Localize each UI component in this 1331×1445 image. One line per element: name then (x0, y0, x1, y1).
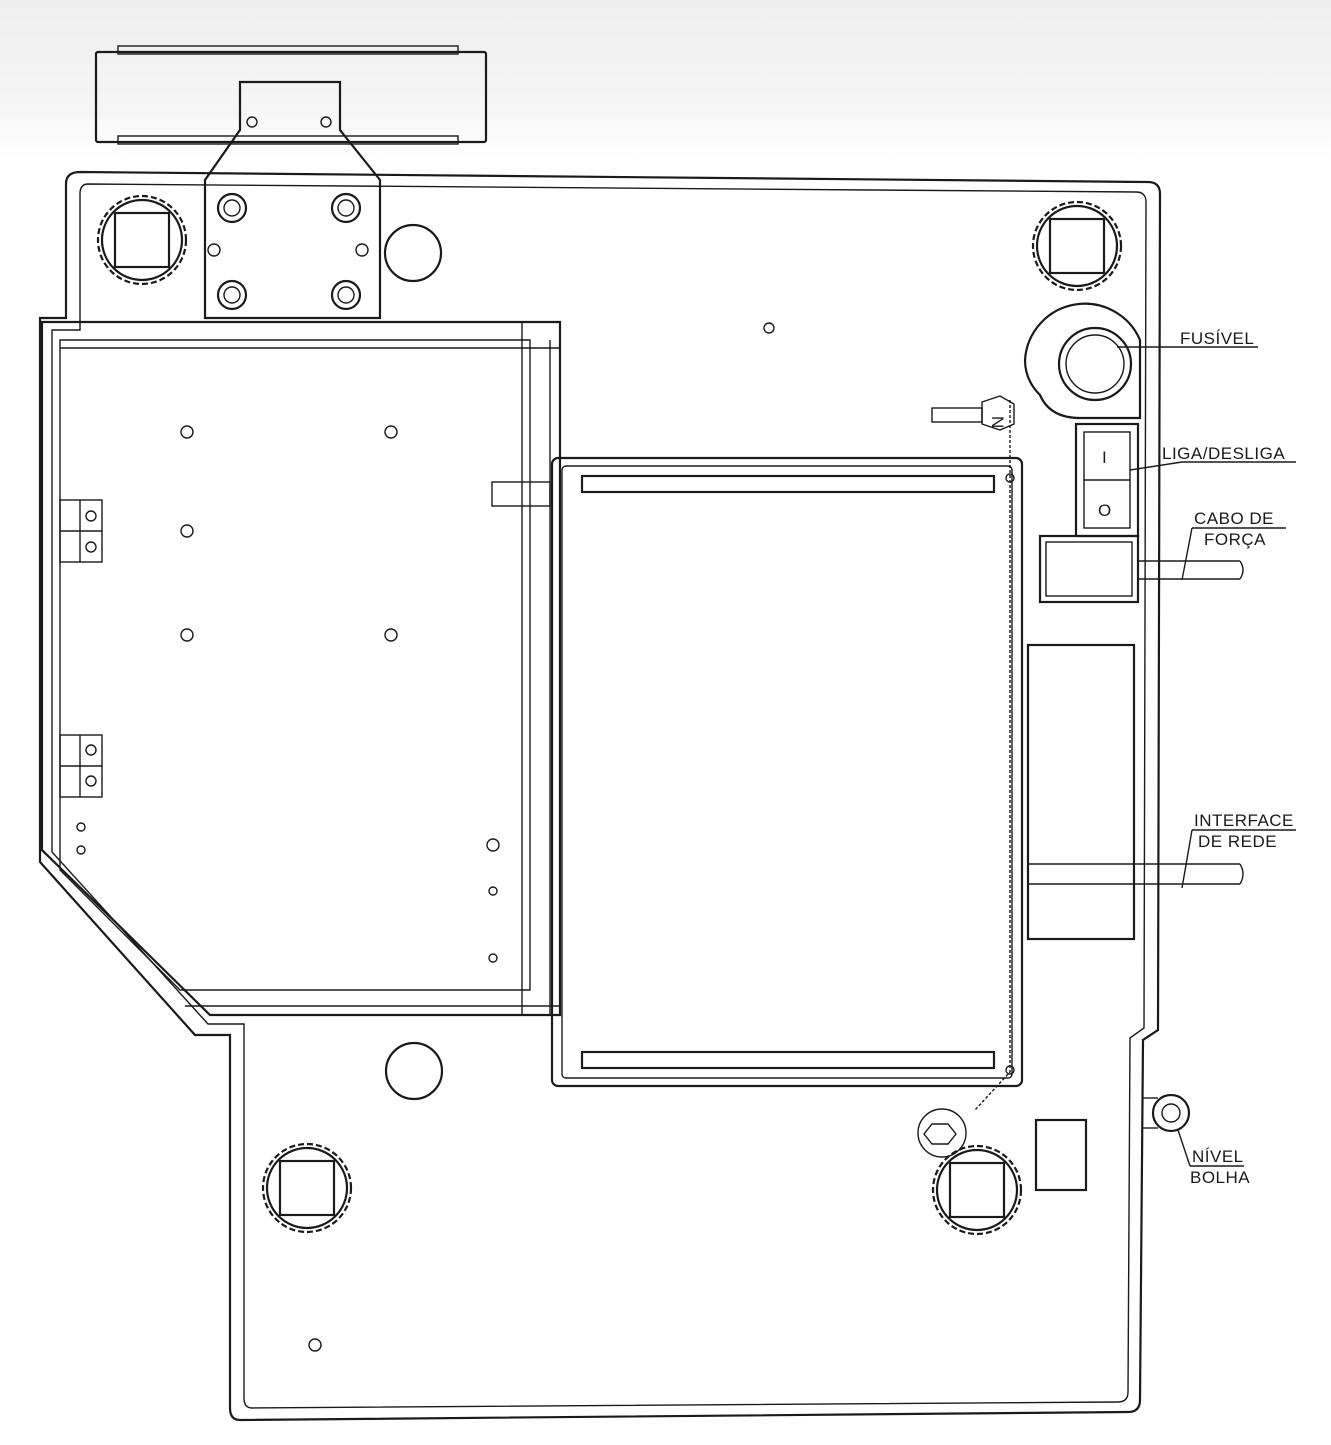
scan-shading (0, 0, 1331, 160)
label-nivel-bolha-2: BOLHA (1190, 1168, 1250, 1187)
foot-top-left (96, 194, 188, 286)
central-tray (550, 400, 1024, 1111)
switch-off-mark: O (1098, 501, 1112, 520)
leader-lines (1117, 346, 1296, 1167)
foot-bottom-left (261, 1142, 353, 1234)
latch-letter: N (988, 416, 1007, 429)
fuse-holder (1023, 302, 1142, 420)
mount-hole-top (383, 223, 443, 283)
hinge-plate (203, 80, 382, 320)
label-fusivel: FUSÍVEL (1180, 329, 1254, 348)
fuse-cap (1057, 326, 1133, 402)
latch-hex-nut (923, 1123, 957, 1145)
foot-bottom-right (931, 1144, 1023, 1236)
label-liga-desliga: LIGA/DESLIGA (1162, 444, 1285, 463)
label-cabo-de-forca-2: FORÇA (1204, 530, 1266, 549)
label-cabo-de-forca-1: CABO DE (1194, 509, 1274, 528)
screw-holes-misc (308, 322, 775, 1352)
foot-top-right (1031, 200, 1123, 292)
label-interface-de-rede-2: DE REDE (1198, 832, 1277, 851)
latch-ring (917, 1108, 967, 1158)
label-interface-de-rede-1: INTERFACE (1194, 811, 1294, 830)
power-switch: I O (1074, 422, 1140, 538)
network-interface-module (1026, 643, 1244, 941)
bubble-level (1142, 1093, 1191, 1133)
switch-on-mark: I (1102, 448, 1107, 467)
power-inlet (1038, 534, 1244, 604)
top-handle (94, 45, 488, 145)
label-nivel-bolha-1: NÍVEL (1192, 1147, 1244, 1166)
mount-hole-bottom (384, 1041, 444, 1101)
latch-key: N (931, 395, 1015, 431)
housing-outline (38, 170, 1162, 1422)
label-plate (1034, 1118, 1088, 1192)
left-cover-panel (40, 320, 562, 1017)
